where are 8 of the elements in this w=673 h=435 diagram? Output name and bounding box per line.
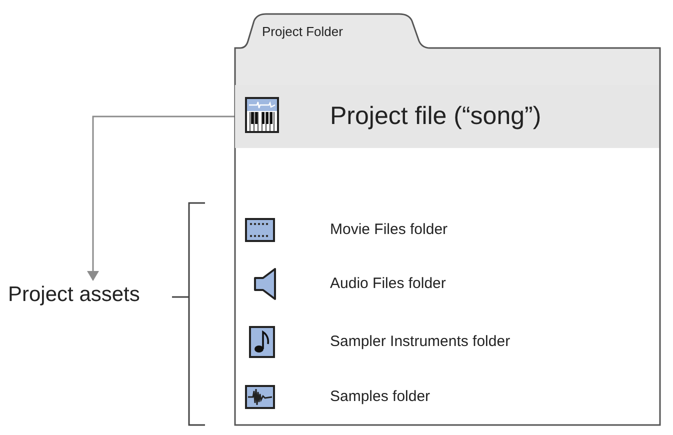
folder-label: Movie Files folder [330,222,448,237]
arrow [87,116,235,281]
folder-tab-label: Project Folder [262,23,343,41]
folder-label: Audio Files folder [330,276,446,291]
project-file-label: Project file (“song”) [330,104,542,129]
folder-label: Samples folder [330,389,430,404]
folder-label: Sampler Instruments folder [330,334,510,349]
project-assets-label: Project assets [8,283,140,306]
